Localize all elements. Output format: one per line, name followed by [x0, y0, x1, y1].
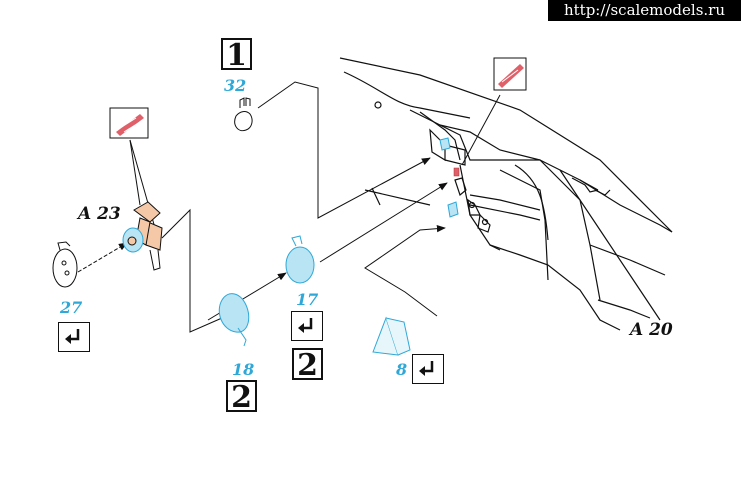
step-number-2-left: 2: [226, 380, 257, 414]
step-number-1: 1: [221, 38, 252, 72]
leader-line-paint-a20: [461, 94, 501, 166]
leader-line-17-to-fuselage: [319, 182, 448, 263]
bend-arrow-icon: [412, 354, 444, 384]
etch-part-18: [218, 293, 250, 347]
leader-line-a23: [161, 208, 223, 333]
etch-part-27: [52, 241, 78, 288]
etch-part-32: [234, 97, 253, 132]
part-number-32: 32: [224, 76, 247, 95]
label-a20: A 20: [630, 320, 673, 340]
etch-detail-cockpit-lower: [447, 201, 459, 218]
part-number-17: 17: [296, 290, 319, 309]
bend-arrow-icon: [58, 322, 90, 352]
etch-part-8: [372, 316, 411, 356]
etch-detail-cockpit-upper: [439, 137, 451, 151]
paint-swatch-icon-a20: [493, 57, 527, 91]
paint-marker-red: [453, 167, 460, 177]
leader-line-paint-a23-1: [129, 139, 141, 206]
label-a23: A 23: [78, 204, 121, 224]
watermark: http://scalemodels.ru: [548, 0, 741, 21]
part-number-8: 8: [396, 360, 408, 379]
step-number-2-right: 2: [292, 348, 323, 382]
leader-line-27-to-a23: [77, 242, 128, 273]
paint-swatch-icon-a23: [109, 107, 149, 139]
part-number-18: 18: [232, 360, 255, 379]
leader-line-step1: [257, 81, 431, 219]
leader-line-part8: [364, 225, 446, 317]
etch-part-17: [285, 235, 315, 284]
fuselage-part-a20: [339, 57, 673, 331]
part-number-27: 27: [60, 298, 83, 317]
resin-part-a23: [122, 201, 163, 271]
bend-arrow-icon: [291, 311, 323, 341]
